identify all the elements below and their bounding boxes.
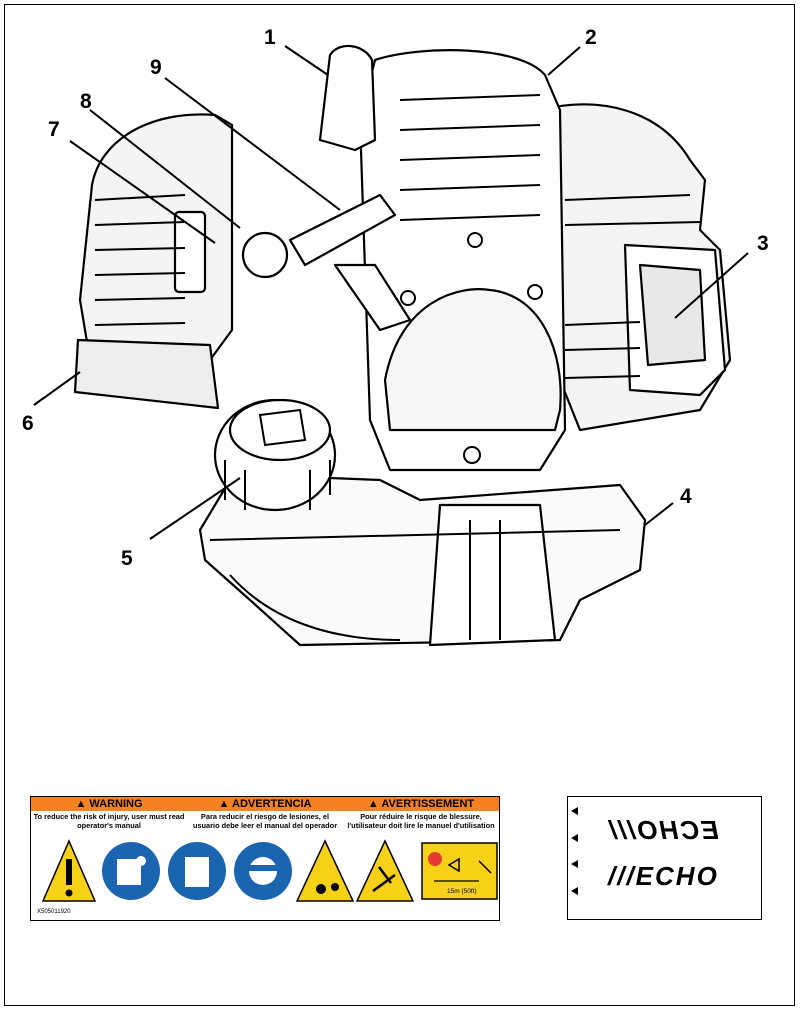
part-code: X505011920	[37, 909, 71, 915]
callout-9: 9	[150, 56, 162, 79]
warning-triangle-icon	[41, 839, 97, 902]
gloves-icon	[168, 842, 226, 900]
callout-5: 5	[121, 547, 133, 570]
warning-text-es: Para reducir el riesgo de lesiones, el u…	[192, 812, 338, 830]
callout-3: 3	[757, 232, 769, 255]
callout-2: 2	[585, 26, 597, 49]
callout-8: 8	[80, 90, 92, 113]
callout-7: 7	[48, 118, 60, 141]
warning-pictograms: 15m (50ft)	[41, 839, 498, 902]
falling-person-icon	[355, 839, 415, 902]
warning-header-en: ▲ WARNING	[75, 798, 143, 810]
read-manual-icon	[102, 842, 160, 900]
warning-label: ▲ WARNING ▲ ADVERTENCIA ▲ AVERTISSEMENT …	[30, 796, 500, 921]
callout-6: 6	[22, 412, 34, 435]
arrow-icon	[571, 807, 578, 815]
warning-header-bar: ▲ WARNING ▲ ADVERTENCIA ▲ AVERTISSEMENT	[31, 797, 499, 811]
warning-text-fr: Pour réduire le risque de blessure, l'ut…	[347, 812, 495, 830]
warning-text-en: To reduce the risk of injury, user must …	[33, 812, 185, 830]
callout-4: 4	[680, 485, 692, 508]
brand-label: ECHO/// ///ECHO	[567, 796, 762, 920]
echo-logo: ///ECHO	[608, 861, 719, 891]
engine-illustration	[33, 44, 749, 647]
safe-distance-icon: 15m (50ft)	[421, 842, 498, 900]
arrow-icon	[571, 834, 578, 842]
arrow-icon	[571, 860, 578, 868]
arrow-icon	[571, 887, 578, 895]
head-protection-icon	[234, 842, 292, 900]
page-frame	[4, 4, 795, 1006]
warning-header-fr: ▲ AVERTISSEMENT	[367, 798, 475, 810]
callout-1: 1	[264, 26, 276, 49]
thrown-objects-icon	[295, 839, 355, 902]
distance-text: 15m (50ft)	[447, 888, 477, 895]
warning-header-es: ▲ ADVERTENCIA	[218, 798, 312, 810]
mirror-logo: ECHO///	[608, 815, 719, 845]
